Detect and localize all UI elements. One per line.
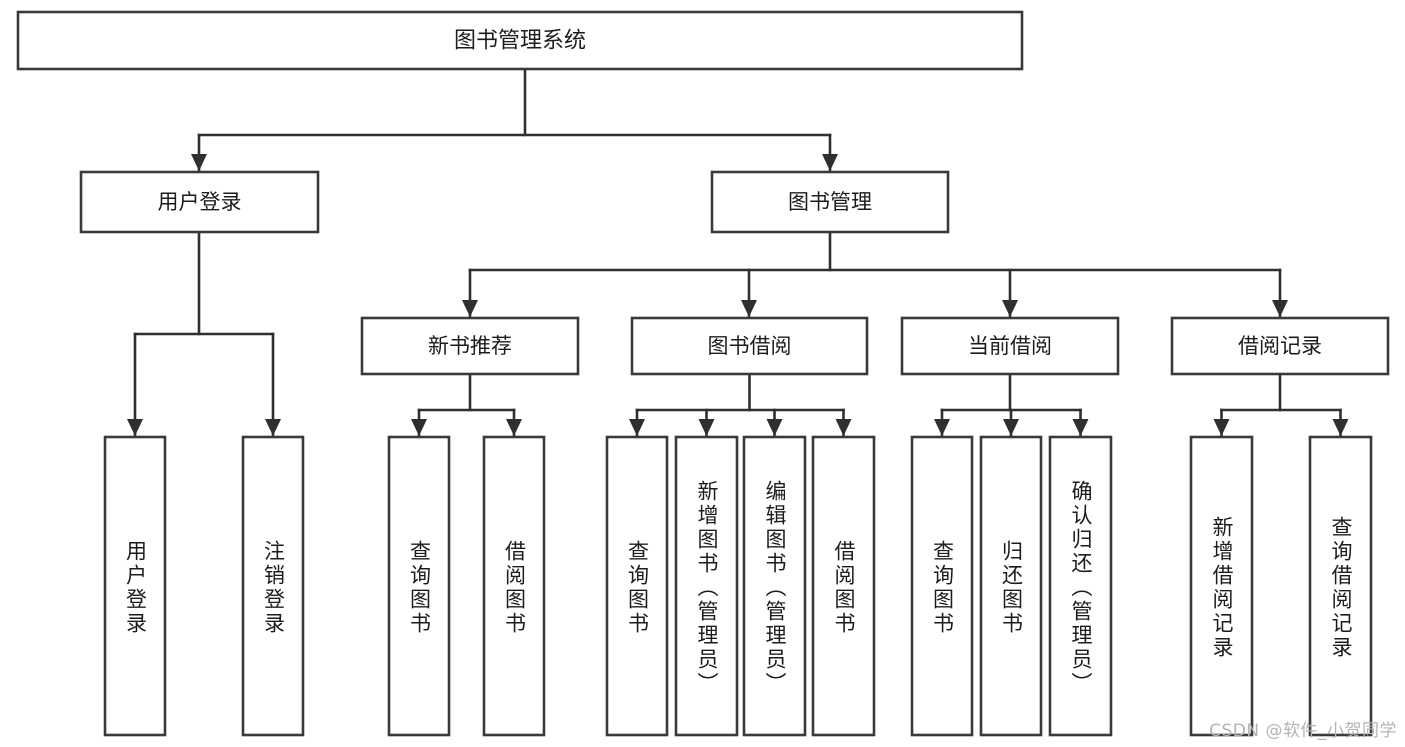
arrow-down-icon <box>462 300 478 317</box>
node-leaf-8[interactable] <box>910 435 974 737</box>
level3-box[interactable] <box>1170 316 1390 376</box>
node-layer <box>16 10 1390 737</box>
level3-box[interactable] <box>360 316 580 376</box>
node-leaf-10[interactable] <box>1048 435 1113 737</box>
node-leaf-12[interactable] <box>1308 435 1373 737</box>
level2-box[interactable] <box>79 170 320 234</box>
node-leaf-7[interactable] <box>811 435 876 737</box>
arrow-down-icon <box>1213 419 1230 436</box>
arrow-down-icon <box>1002 300 1018 317</box>
node-leaf-4[interactable] <box>605 435 669 737</box>
arrow-down-icon <box>1272 300 1288 317</box>
arrow-down-icon <box>1072 419 1089 436</box>
node-leaf-6[interactable] <box>742 435 807 737</box>
arrow-down-icon <box>506 419 522 436</box>
arrow-down-icon <box>698 419 715 436</box>
leaf-box[interactable] <box>482 435 546 737</box>
node-leaf-11[interactable] <box>1189 435 1254 737</box>
level2-label: 用户登录 <box>158 190 242 214</box>
root-box[interactable] <box>16 10 1024 71</box>
csdn-watermark: CSDN @软件_小贺同学 <box>1209 721 1397 741</box>
leaf-box[interactable] <box>241 435 305 737</box>
leaf-box[interactable] <box>811 435 876 737</box>
leaf-box[interactable] <box>387 435 451 737</box>
leaf-box[interactable] <box>979 435 1043 737</box>
leaf-box[interactable] <box>742 435 807 737</box>
leaf-box[interactable] <box>910 435 974 737</box>
arrow-down-icon <box>191 154 207 171</box>
level2-box[interactable] <box>710 170 950 234</box>
arrow-down-icon <box>822 154 838 171</box>
node-level3-0[interactable] <box>360 316 580 376</box>
leaf-box[interactable] <box>1308 435 1373 737</box>
root-label: 图书管理系统 <box>454 29 586 54</box>
node-root-0[interactable] <box>16 10 1024 71</box>
level3-label: 借阅记录 <box>1238 334 1322 358</box>
leaf-box[interactable] <box>103 435 167 737</box>
arrow-down-icon <box>629 419 645 436</box>
node-leaf-3[interactable] <box>482 435 546 737</box>
leaf-box[interactable] <box>674 435 739 737</box>
node-level3-1[interactable] <box>630 316 869 376</box>
node-leaf-9[interactable] <box>979 435 1043 737</box>
level2-label: 图书管理 <box>788 190 872 214</box>
arrow-down-icon <box>1003 419 1019 436</box>
connector-layer <box>127 67 1349 438</box>
node-leaf-5[interactable] <box>674 435 739 737</box>
arrow-down-icon <box>934 419 950 436</box>
level3-box[interactable] <box>900 316 1120 376</box>
node-level2-0[interactable] <box>79 170 320 234</box>
node-leaf-1[interactable] <box>241 435 305 737</box>
level3-box[interactable] <box>630 316 869 376</box>
level3-label: 新书推荐 <box>428 334 512 358</box>
node-level2-1[interactable] <box>710 170 950 234</box>
node-level3-3[interactable] <box>1170 316 1390 376</box>
level3-label: 当前借阅 <box>968 334 1052 358</box>
node-leaf-2[interactable] <box>387 435 451 737</box>
arrow-down-icon <box>1332 419 1349 436</box>
arrow-down-icon <box>835 419 852 436</box>
arrow-down-icon <box>766 419 783 436</box>
leaf-box[interactable] <box>1189 435 1254 737</box>
leaf-box[interactable] <box>605 435 669 737</box>
node-level3-2[interactable] <box>900 316 1120 376</box>
arrow-down-icon <box>265 419 281 436</box>
arrow-down-icon <box>127 419 143 436</box>
leaf-box[interactable] <box>1048 435 1113 737</box>
arrow-down-icon <box>741 300 757 317</box>
arrow-down-icon <box>411 419 427 436</box>
level3-label: 图书借阅 <box>708 334 792 358</box>
node-leaf-0[interactable] <box>103 435 167 737</box>
